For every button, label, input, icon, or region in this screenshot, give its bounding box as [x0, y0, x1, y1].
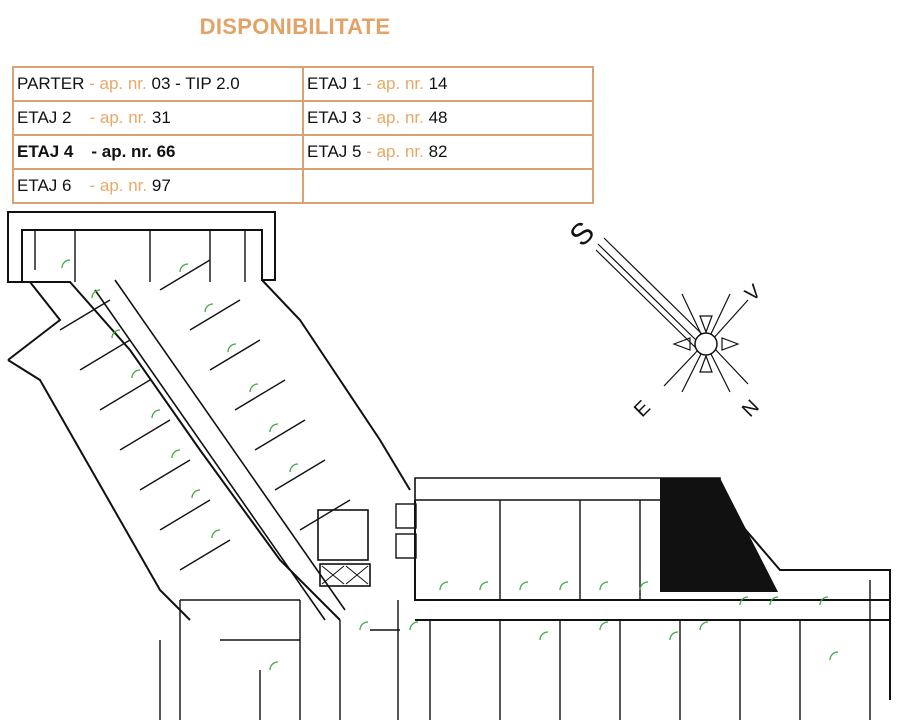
floor-name: ETAJ 5 — [307, 142, 362, 161]
floor-cell-etaj-1[interactable]: ETAJ 1 - ap. nr. 14 — [302, 66, 594, 102]
table-row: ETAJ 6 - ap. nr. 97 — [12, 168, 594, 204]
floor-cell-etaj-5[interactable]: ETAJ 5 - ap. nr. 82 — [302, 134, 594, 170]
separator: - — [361, 74, 377, 93]
floor-name: ETAJ 3 — [307, 108, 362, 127]
apartment-number: 14 — [428, 74, 448, 93]
apartment-label: ap. nr. — [376, 108, 424, 127]
table-row: PARTER - ap. nr. 03 - TIP 2.0 ETAJ 1 - a… — [12, 66, 594, 102]
apartment-number: 82 — [428, 142, 448, 161]
floor-cell-etaj-3[interactable]: ETAJ 3 - ap. nr. 48 — [302, 100, 594, 136]
apartment-number: 31 — [151, 108, 171, 127]
compass-center — [694, 332, 718, 356]
stair-hatched — [660, 478, 778, 592]
apartment-number: 03 — [151, 74, 171, 93]
apartment-label: ap. nr. — [376, 74, 424, 93]
table-row: ETAJ 2 - ap. nr. 31 ETAJ 3 - ap. nr. 48 — [12, 100, 594, 136]
floor-name: ETAJ 4 — [17, 142, 74, 161]
apartment-label: - ap. nr. — [89, 108, 148, 127]
apartment-number: 66 — [156, 142, 176, 161]
empty-cell — [302, 168, 594, 204]
apartment-type: - TIP 2.0 — [170, 74, 240, 93]
apartment-label: - ap. nr. — [89, 176, 148, 195]
compass-rose: S V N E — [564, 215, 766, 421]
wall — [7, 211, 276, 283]
separator: - — [84, 74, 100, 93]
apartment-label: ap. nr. — [99, 74, 147, 93]
separator: - — [361, 108, 377, 127]
floor-cell-etaj-2[interactable]: ETAJ 2 - ap. nr. 31 — [12, 100, 304, 136]
floor-cell-etaj-4-selected[interactable]: ETAJ 4 - ap. nr. 66 — [12, 134, 304, 170]
floor-name: ETAJ 2 — [17, 108, 72, 127]
apartment-number: 97 — [151, 176, 171, 195]
apartment-number: 48 — [428, 108, 448, 127]
floor-name: ETAJ 1 — [307, 74, 362, 93]
floor-cell-etaj-6[interactable]: ETAJ 6 - ap. nr. 97 — [12, 168, 304, 204]
separator: - — [361, 142, 377, 161]
apartment-label: ap. nr. — [376, 142, 424, 161]
apartment-label: - ap. nr. — [91, 142, 152, 161]
page-title: DISPONIBILITATE — [199, 14, 391, 39]
floor-plan — [7, 211, 891, 720]
availability-table: PARTER - ap. nr. 03 - TIP 2.0 ETAJ 1 - a… — [12, 66, 594, 204]
floor-cell-parter[interactable]: PARTER - ap. nr. 03 - TIP 2.0 — [12, 66, 304, 102]
floor-name: PARTER — [17, 74, 85, 93]
table-row: ETAJ 4 - ap. nr. 66 ETAJ 5 - ap. nr. 82 — [12, 134, 594, 170]
floor-name: ETAJ 6 — [17, 176, 72, 195]
